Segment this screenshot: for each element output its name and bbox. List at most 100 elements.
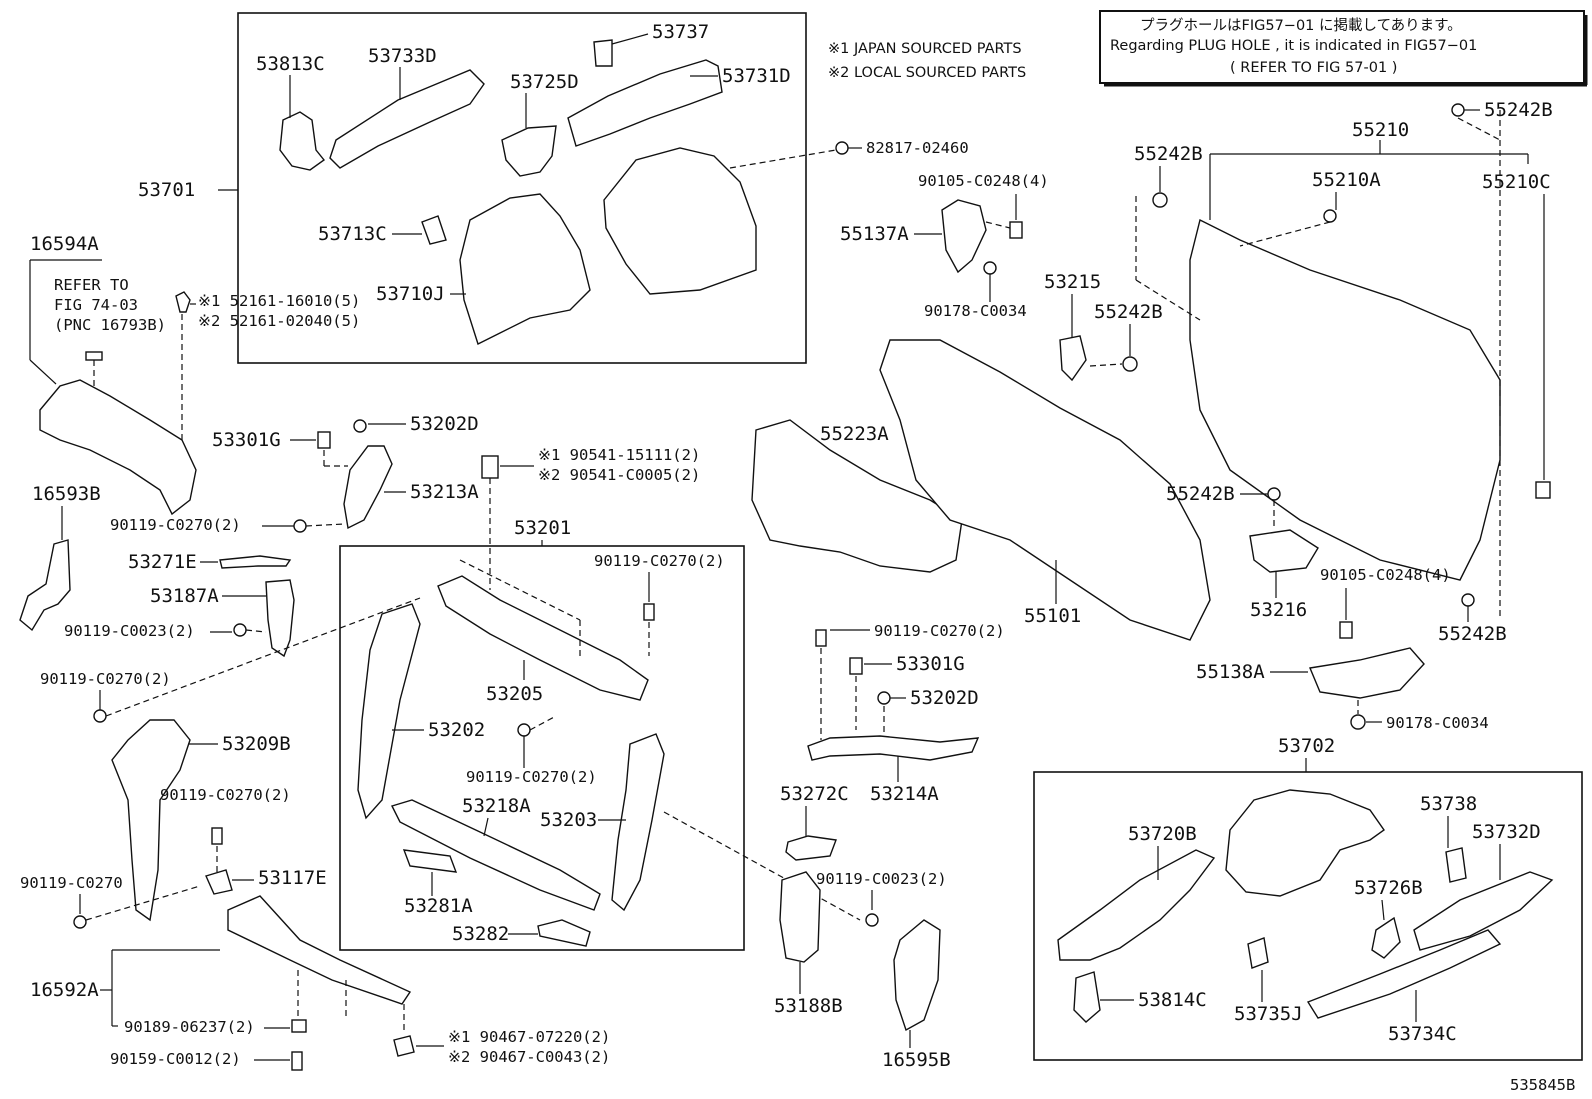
label-53301G-upper: 53301G [212, 429, 281, 451]
label-53713C: 53713C [318, 223, 387, 245]
label-90178-C0034-b: 90178-C0034 [1386, 714, 1489, 732]
legend-local-sourced: ※2 LOCAL SOURCED PARTS [828, 65, 1026, 81]
label-53725D: 53725D [510, 71, 579, 93]
label-55137A: 55137A [840, 223, 909, 245]
label-53187A: 53187A [150, 585, 219, 607]
label-55242B-b: 55242B [1134, 143, 1203, 165]
part-53117E [205, 869, 233, 895]
part-53813C [279, 111, 326, 171]
label-53214A: 53214A [870, 783, 939, 805]
plug-hole-notice: プラグホールはFIG57−01 に掲載してあります。 Regarding PLU… [1099, 10, 1588, 87]
part-53218A [391, 799, 601, 911]
label-16593B: 16593B [32, 483, 101, 505]
label-53216: 53216 [1250, 599, 1307, 621]
label-90178-C0034-a: 90178-C0034 [924, 302, 1027, 320]
part-53737 [593, 39, 613, 67]
label-53218A: 53218A [462, 795, 531, 817]
label-53201: 53201 [514, 517, 571, 539]
label-90119-C0270-a: 90119-C0270(2) [110, 516, 241, 534]
part-53301G-upper [317, 431, 331, 449]
part-82817-02460-grommet [835, 141, 849, 155]
label-82817-02460: 82817-02460 [866, 139, 969, 157]
part-55137A [941, 199, 987, 274]
label-55210A: 55210A [1312, 169, 1381, 191]
label-16592A: 16592A [30, 979, 99, 1001]
label-53188B: 53188B [774, 995, 843, 1017]
part-90159-C0012-screw [291, 1051, 303, 1071]
part-53203 [611, 733, 665, 912]
refer-line-2: FIG 74-03 [54, 296, 138, 314]
part-53282 [537, 919, 591, 947]
figure-id: 535845B [1510, 1076, 1575, 1094]
label-53731D: 53731D [722, 65, 791, 87]
part-53188B [779, 871, 821, 963]
label-90119-C0270-c: 90119-C0270(2) [160, 786, 291, 804]
label-55242B-c: 55242B [1484, 99, 1553, 121]
bolt-90119-C0270-d [643, 603, 655, 621]
label-52161-16010: ※1 52161-16010(5) [198, 292, 360, 310]
notice-line-1: プラグホールはFIG57−01 に掲載してあります。 [1140, 17, 1462, 34]
part-53214A [807, 735, 980, 761]
label-90541-C0005: ※2 90541-C0005(2) [538, 466, 700, 484]
part-53209B [111, 719, 191, 922]
label-53202D-lower: 53202D [910, 687, 979, 709]
label-53272C: 53272C [780, 783, 849, 805]
part-53731D [567, 59, 723, 147]
part-53734C [1306, 929, 1502, 1019]
part-90541-stud [481, 455, 499, 479]
label-53202: 53202 [428, 719, 485, 741]
part-53725D [501, 125, 557, 177]
label-53726B: 53726B [1354, 877, 1423, 899]
label-53735J: 53735J [1234, 1003, 1303, 1025]
part-90189-06237-nut [291, 1019, 307, 1033]
part-53272C [785, 835, 837, 861]
notice-line-2: Regarding PLUG HOLE , it is indicated in… [1110, 38, 1477, 54]
clip-55242B-e [1461, 593, 1475, 607]
part-53720B [1057, 849, 1216, 961]
label-90119-C0023-a: 90119-C0023(2) [64, 622, 195, 640]
part-53202 [357, 603, 421, 820]
bolt-90119-C0023-a [233, 623, 247, 637]
bolt-90105-C0248-a [1009, 221, 1023, 239]
label-52161-02040: ※2 52161-02040(5) [198, 312, 360, 330]
label-90119-C0270-f: 90119-C0270 [20, 874, 123, 892]
bolt-90119-C0270-f [73, 915, 87, 929]
label-55242B-e: 55242B [1438, 623, 1507, 645]
label-53203: 53203 [540, 809, 597, 831]
label-90467-C0043: ※2 90467-C0043(2) [448, 1048, 610, 1066]
bolt-90119-C0270-b [93, 709, 107, 723]
part-53202D-upper [353, 419, 367, 433]
label-53202D-upper: 53202D [410, 413, 479, 435]
refer-line-3: (PNC 16793B) [54, 316, 166, 334]
refer-line-1: REFER TO [54, 276, 129, 294]
part-53713C [421, 215, 447, 245]
label-55210: 55210 [1352, 119, 1409, 141]
group-box-53701 [237, 12, 807, 364]
label-53720B: 53720B [1128, 823, 1197, 845]
part-53187A [265, 579, 295, 658]
label-90119-C0023-b: 90119-C0023(2) [816, 870, 947, 888]
label-90467-07220: ※1 90467-07220(2) [448, 1028, 610, 1046]
label-53737: 53737 [652, 21, 709, 43]
nut-90178-C0034-a [983, 261, 997, 275]
part-53216 [1249, 529, 1319, 573]
label-90119-C0270-b: 90119-C0270(2) [40, 670, 171, 688]
label-53710J: 53710J [376, 283, 445, 305]
label-53282: 53282 [452, 923, 509, 945]
clip-55242B-d [1267, 487, 1281, 501]
part-16595B [893, 919, 941, 1032]
label-53813C: 53813C [256, 53, 325, 75]
part-90467-clip [393, 1035, 415, 1057]
part-53738 [1445, 847, 1467, 883]
part-55101 [879, 339, 1211, 641]
notice-line-3: ( REFER TO FIG 57-01 ) [1230, 60, 1397, 76]
label-53215: 53215 [1044, 271, 1101, 293]
part-16592A [227, 895, 412, 1005]
label-53205: 53205 [486, 683, 543, 705]
label-53814C: 53814C [1138, 989, 1207, 1011]
label-90159-C0012: 90159-C0012(2) [110, 1050, 241, 1068]
label-53732D: 53732D [1472, 821, 1541, 843]
part-16793B-clip [85, 351, 103, 361]
